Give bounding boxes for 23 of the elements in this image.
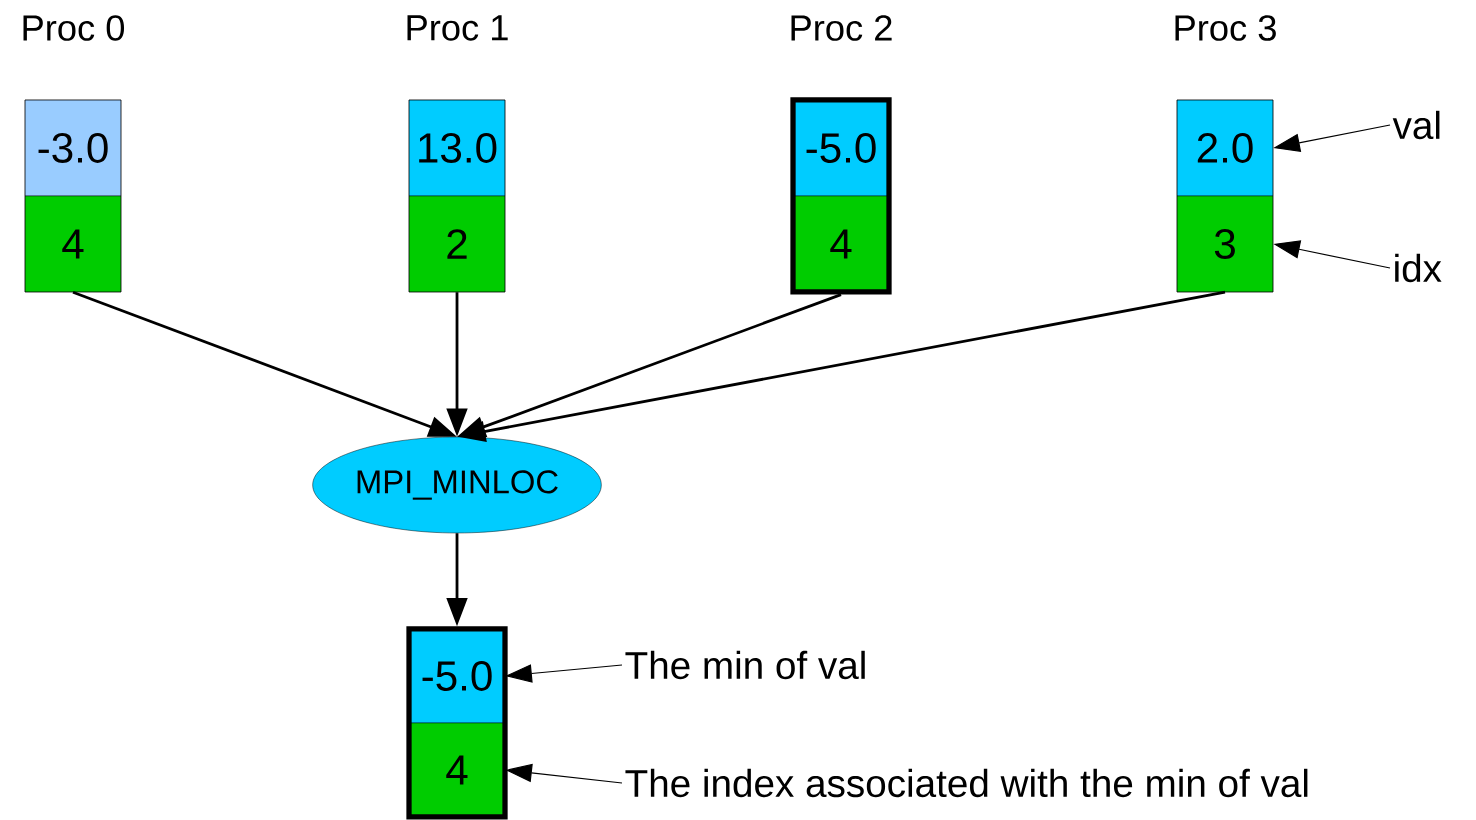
cell-stack — [24, 99, 122, 293]
cell-stack — [408, 99, 506, 293]
annotation-text: The index associated with the min of val — [625, 768, 1308, 798]
value-cell: 13.0 — [408, 99, 506, 197]
value-cell: 4 — [408, 722, 506, 818]
process-label: Proc 0 — [23, 15, 125, 41]
value-cell: 3 — [1176, 195, 1274, 293]
process-label: Proc 2 — [791, 15, 892, 41]
value-cell: 4 — [792, 195, 890, 293]
annotation-text: val — [1392, 110, 1440, 140]
value-cell: 2 — [408, 195, 506, 293]
cell-stack — [1176, 99, 1274, 293]
value-cell: -3.0 — [24, 99, 122, 197]
value-cell: -5.0 — [792, 99, 890, 197]
cell-stack — [406, 626, 508, 820]
annotation-text: idx — [1395, 253, 1442, 283]
annotation-text: The min of val — [625, 650, 865, 680]
value-cell: 2.0 — [1176, 99, 1274, 197]
cell-stack — [790, 97, 892, 295]
value-cell: -5.0 — [408, 628, 506, 724]
value-cell: 4 — [24, 195, 122, 293]
process-label: Proc 3 — [1175, 15, 1276, 41]
process-label: Proc 1 — [407, 15, 508, 41]
